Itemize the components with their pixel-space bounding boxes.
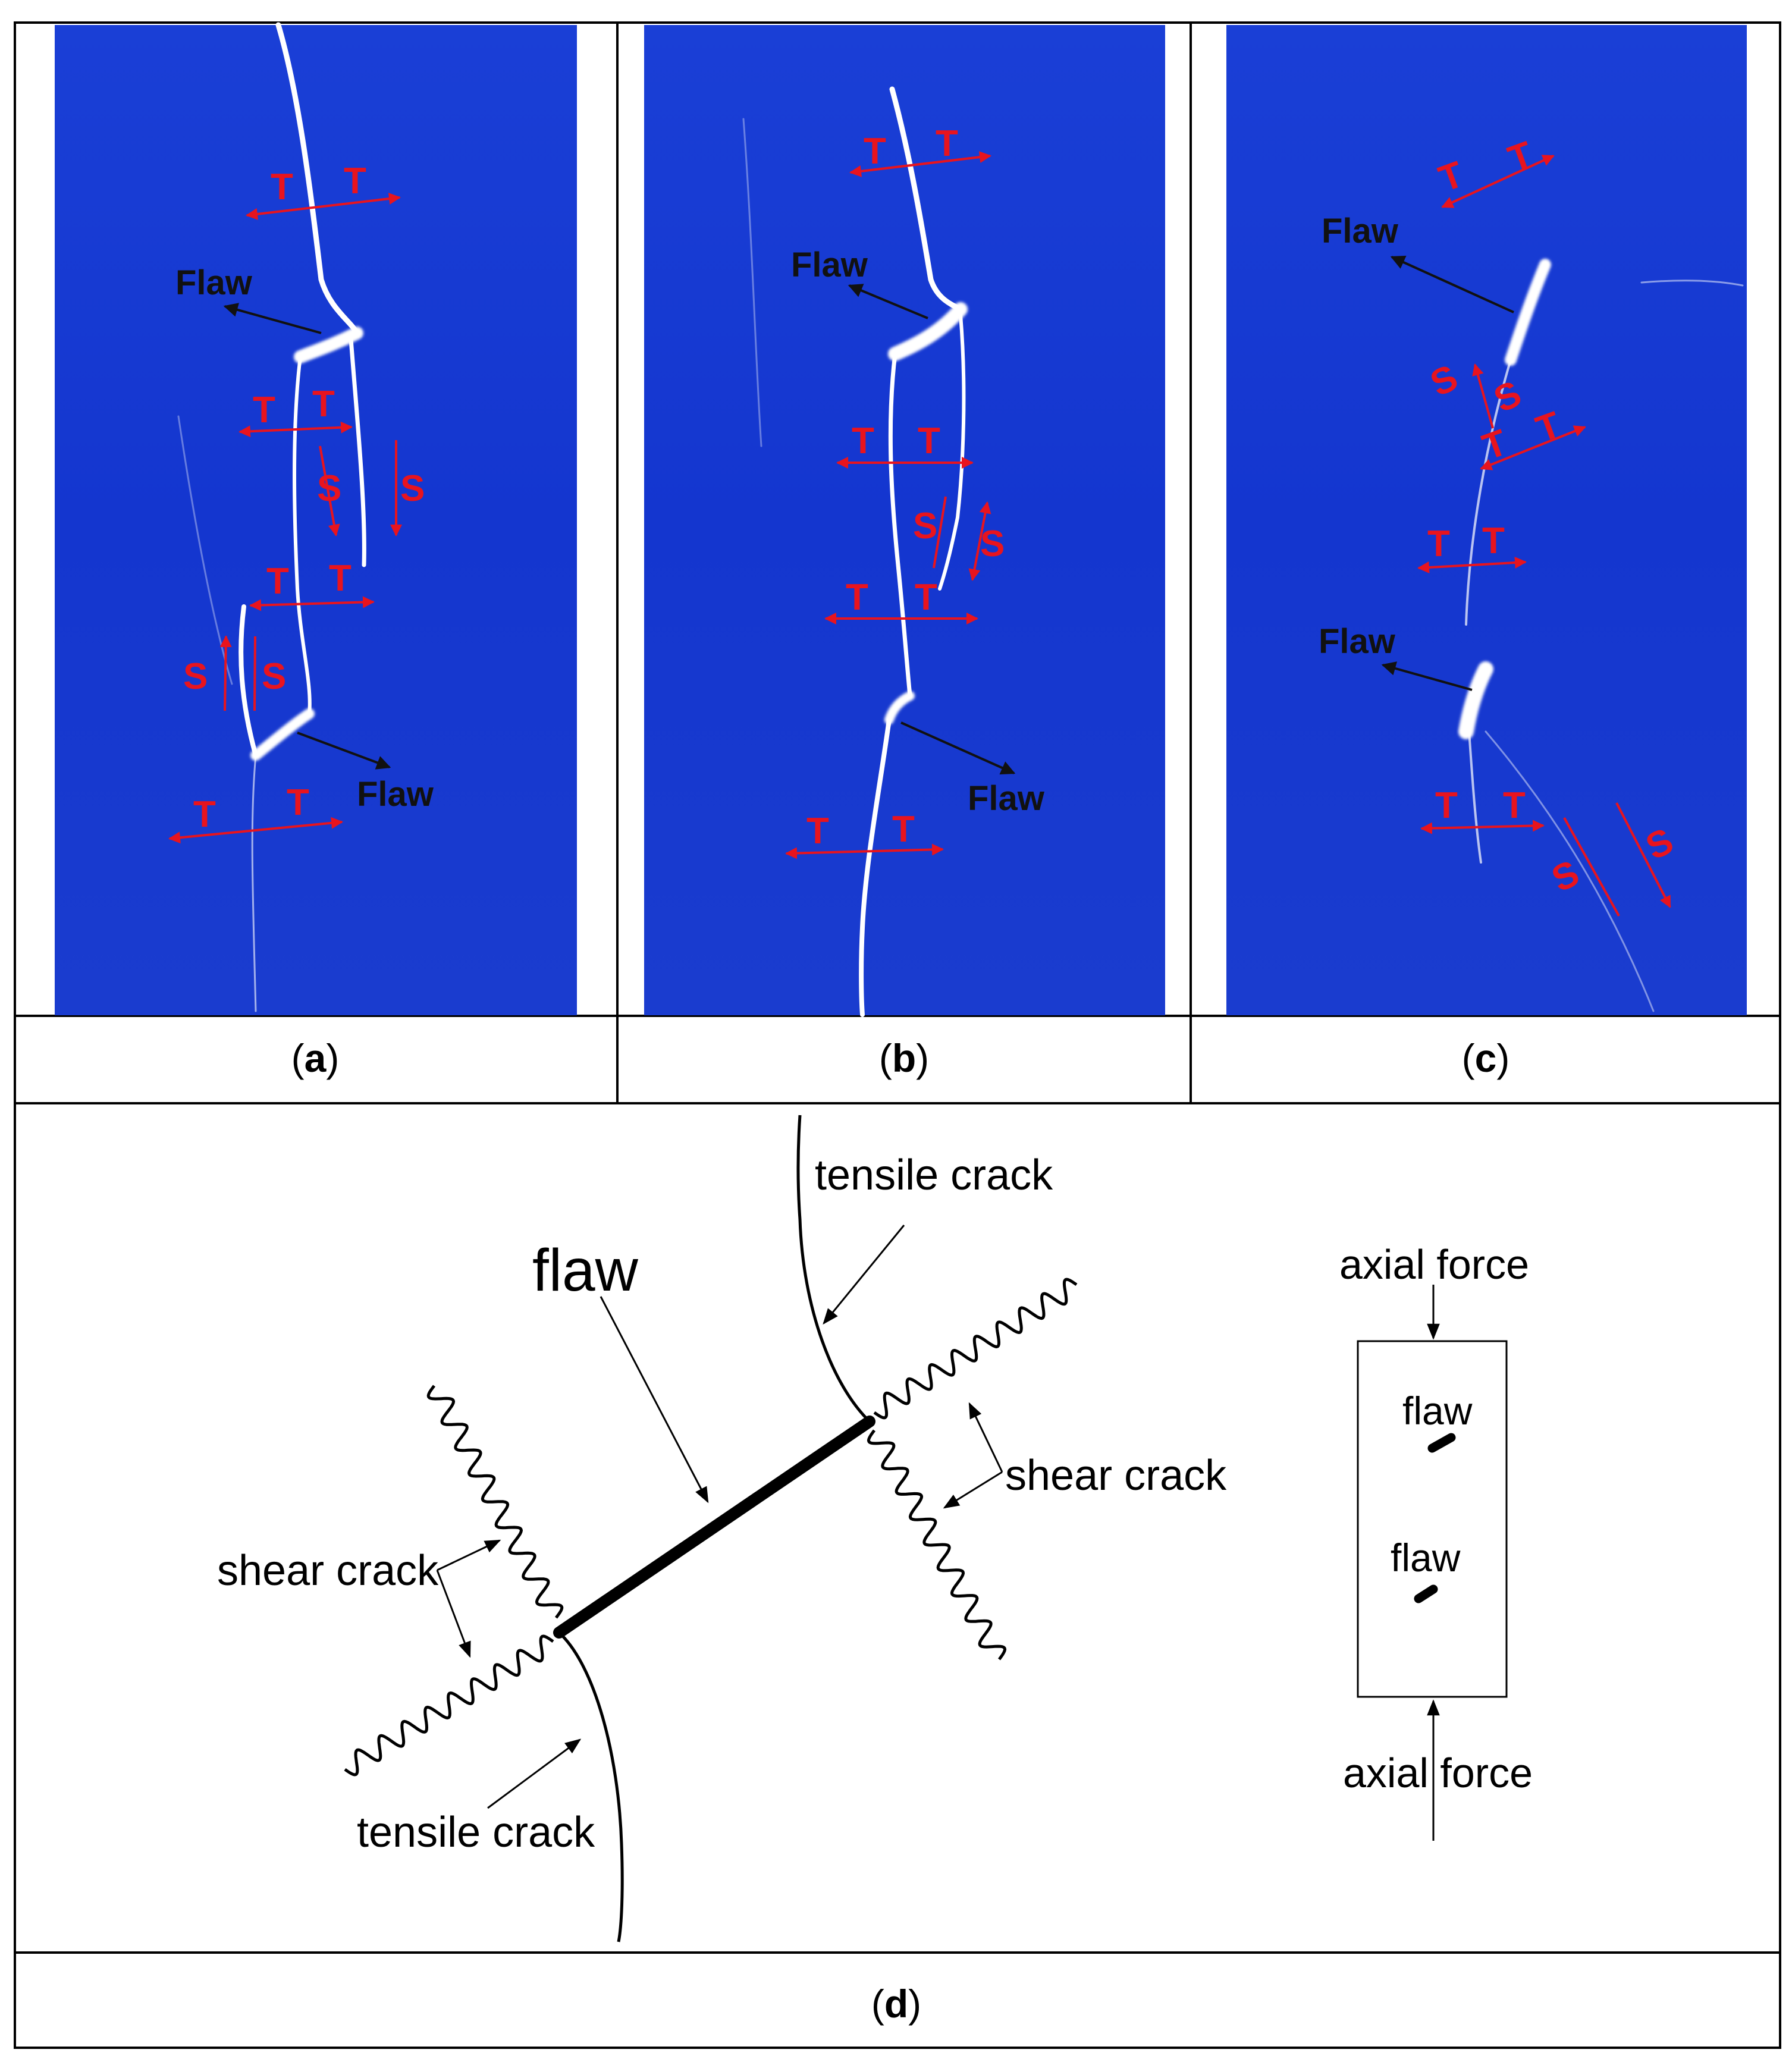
tension-label: T	[287, 782, 309, 823]
tension-label: T	[892, 809, 915, 850]
specimen-outline	[1357, 1340, 1508, 1698]
flaw-label: Flaw	[1322, 212, 1399, 250]
tension-label: T	[344, 161, 366, 202]
crack-traces	[742, 86, 968, 1017]
axial-force-label-top: axial force	[1339, 1241, 1529, 1288]
tension-label: T	[1427, 523, 1450, 564]
panel-c-specimen-photo: T T S S T T T T T T S S Flaw Flaw	[1226, 25, 1747, 1015]
flaw-label: Flaw	[175, 263, 253, 302]
shear-crack-label: shear crack	[1005, 1452, 1227, 1499]
tension-label: T	[1503, 785, 1526, 826]
tension-label: T	[846, 577, 868, 618]
tension-label: T	[312, 384, 335, 425]
axial-force-label-bottom: axial force	[1343, 1750, 1533, 1796]
shear-label: S	[913, 506, 937, 547]
specimen-flaw-upper	[1427, 1433, 1456, 1453]
tension-label: T	[253, 390, 275, 431]
caption-b: (b)	[879, 1036, 929, 1080]
specimen-flaw-label: flaw	[1402, 1389, 1473, 1433]
shear-cracks	[344, 1278, 1078, 1777]
tension-label: T	[936, 123, 958, 164]
shear-label: S	[183, 656, 208, 697]
flaw-label: Flaw	[1319, 622, 1396, 661]
flaw-pointers	[223, 303, 391, 770]
tension-label: T	[1482, 520, 1505, 561]
tension-label: T	[1435, 785, 1458, 826]
tension-label: T	[806, 811, 829, 852]
shear-label: S	[317, 468, 341, 509]
specimen-flaw-lower	[1414, 1584, 1438, 1603]
panel-captions: (a) (b) (c) (d)	[291, 1036, 1510, 2026]
crack-traces	[177, 22, 366, 1012]
tensile-crack-lower	[558, 1631, 624, 1942]
table-grid	[14, 21, 1781, 2049]
flaw-pointers	[1381, 255, 1514, 691]
tension-shear-markers	[785, 151, 991, 859]
tension-shear-markers	[1417, 155, 1671, 917]
panel-d-schematic: flaw tensile crack shear crack shear cra…	[217, 1115, 1533, 1942]
crack-traces	[1458, 259, 1744, 1012]
flaw-label: Flaw	[357, 775, 434, 814]
specimen-flaw-label: flaw	[1391, 1536, 1461, 1580]
caption-d: (d)	[871, 1982, 921, 2026]
tensile-crack-label: tensile crack	[815, 1151, 1053, 1199]
flaw-title: flaw	[532, 1237, 639, 1304]
caption-a: (a)	[291, 1036, 340, 1080]
specimen-sketch: axial force axial force flaw flaw	[1339, 1241, 1533, 1841]
shear-crack-label: shear crack	[217, 1547, 439, 1595]
flaw-bar	[553, 1416, 875, 1639]
tension-label: T	[852, 420, 874, 462]
tension-label: T	[915, 577, 937, 618]
shear-label: S	[262, 656, 286, 697]
specimen-surface	[644, 25, 1165, 1015]
shear-label: S	[980, 523, 1005, 564]
shear-label: S	[400, 468, 425, 509]
caption-c: (c)	[1462, 1036, 1510, 1080]
tension-label: T	[329, 558, 352, 599]
tension-label: T	[864, 131, 886, 172]
flaw-label: Flaw	[968, 779, 1045, 818]
tensile-crack-upper	[796, 1115, 871, 1423]
panel-b-specimen-photo: T T T T S S T T T T Flaw Flaw	[644, 25, 1165, 1017]
tensile-crack-label: tensile crack	[357, 1809, 595, 1856]
leader-lines	[436, 1225, 1003, 1809]
tension-shear-markers	[168, 193, 402, 844]
flaw-pointers	[848, 284, 1016, 775]
tension-label: T	[271, 167, 293, 208]
tension-label: T	[266, 561, 289, 602]
flaw-label: Flaw	[791, 246, 868, 284]
tension-label: T	[193, 794, 216, 835]
panel-a-specimen-photo: T T T T S S T T S S T T Flaw Flaw	[55, 22, 577, 1015]
specimen-surface	[55, 25, 577, 1015]
tension-label: T	[918, 420, 940, 462]
